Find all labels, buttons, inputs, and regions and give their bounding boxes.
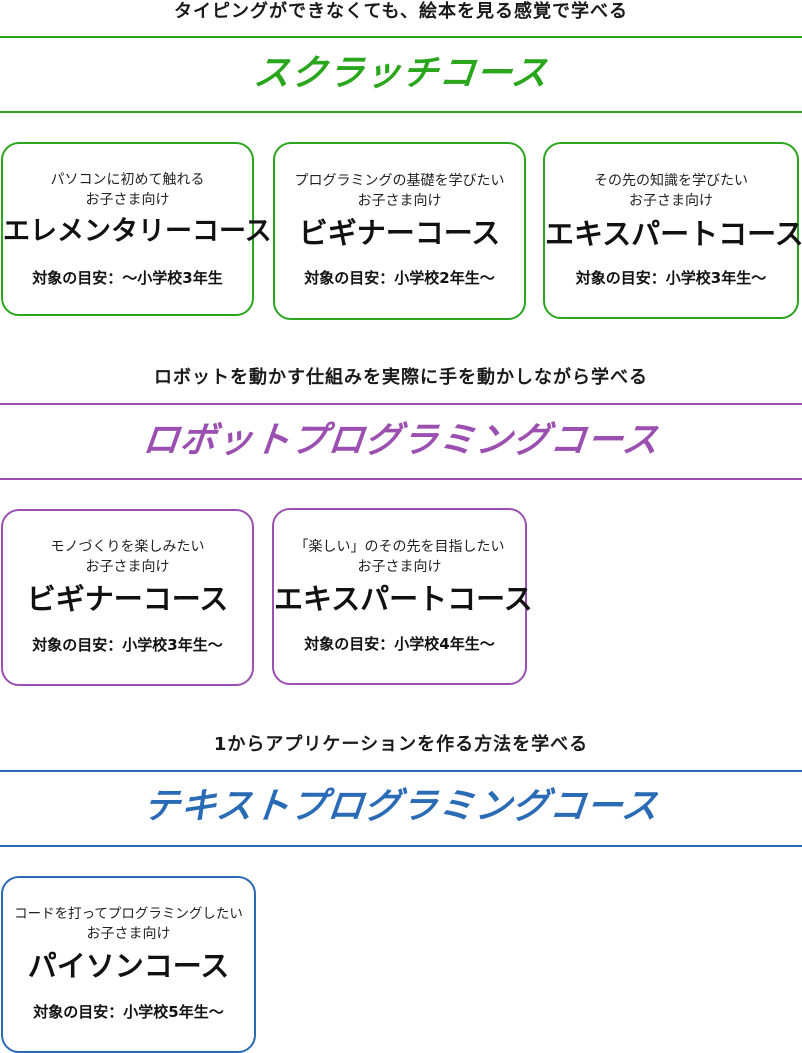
card-description: プログラミングの基礎を学びたい: [294, 173, 505, 189]
card-course-name: エキスパートコース: [274, 582, 533, 616]
card-target-age: 対象の目安：小学校4年生〜: [304, 635, 495, 653]
text-card-python[interactable]: コードを打ってプログラミングしたい お子さま向け パイソンコース 対象の目安：小…: [1, 876, 256, 1053]
card-target-age: 対象の目安：〜小学校3年生: [32, 269, 223, 287]
card-audience: お子さま向け: [85, 559, 170, 575]
card-course-name: エキスパートコース: [545, 217, 802, 251]
scratch-rule-bottom: [0, 111, 802, 113]
card-audience: お子さま向け: [86, 926, 171, 942]
card-audience: お子さま向け: [357, 559, 442, 575]
text-rule-bottom: [0, 845, 802, 847]
robot-card-expert[interactable]: 「楽しい」のその先を目指したい お子さま向け エキスパートコース 対象の目安：小…: [272, 508, 533, 685]
card-target-age: 対象の目安：小学校3年生〜: [575, 269, 767, 287]
scratch-course-title[interactable]: スクラッチコース: [251, 53, 551, 94]
scratch-card-elementary[interactable]: パソコンに初めて触れる お子さま向け エレメンタリーコース 対象の目安：〜小学校…: [1, 142, 272, 316]
card-audience: お子さま向け: [629, 193, 713, 209]
scratch-card-beginner[interactable]: プログラミングの基礎を学びたい お子さま向け ビギナーコース 対象の目安：小学校…: [273, 142, 526, 320]
text-rule-top: [0, 770, 802, 772]
text-course-title[interactable]: テキストプログラミングコース: [141, 786, 661, 827]
card-target-age: 対象の目安：小学校3年生〜: [32, 636, 223, 654]
card-description: コードを打ってプログラミングしたい: [14, 906, 243, 922]
card-course-name: パイソンコース: [27, 949, 230, 983]
scratch-tagline: タイピングができなくても、絵本を見る感覚で学べる: [173, 1, 629, 22]
card-description: モノづくりを楽しみたい: [50, 539, 205, 555]
card-description: 「楽しい」のその先を目指したい: [294, 539, 505, 555]
card-target-age: 対象の目安：小学校2年生〜: [304, 269, 495, 287]
robot-course-title[interactable]: ロボットプログラミングコース: [140, 420, 662, 461]
text-tagline: 1からアプリケーションを作る方法を学べる: [213, 734, 589, 755]
card-description: その先の知識を学びたい: [594, 173, 748, 189]
card-audience: お子さま向け: [85, 192, 170, 208]
card-course-name: エレメンタリーコース: [3, 216, 272, 247]
scratch-card-expert[interactable]: その先の知識を学びたい お子さま向け エキスパートコース 対象の目安：小学校3年…: [543, 142, 802, 319]
robot-tagline: ロボットを動かす仕組みを実際に手を動かしながら学べる: [154, 367, 648, 388]
card-description: パソコンに初めて触れる: [50, 172, 205, 188]
card-course-name: ビギナーコース: [26, 582, 229, 616]
scratch-rule-top: [0, 36, 802, 38]
card-target-age: 対象の目安：小学校5年生〜: [33, 1003, 224, 1021]
robot-card-beginner[interactable]: モノづくりを楽しみたい お子さま向け ビギナーコース 対象の目安：小学校3年生〜: [1, 509, 254, 686]
robot-rule-top: [0, 403, 802, 405]
card-course-name: ビギナーコース: [298, 216, 501, 250]
card-audience: お子さま向け: [357, 193, 442, 209]
robot-rule-bottom: [0, 478, 802, 480]
